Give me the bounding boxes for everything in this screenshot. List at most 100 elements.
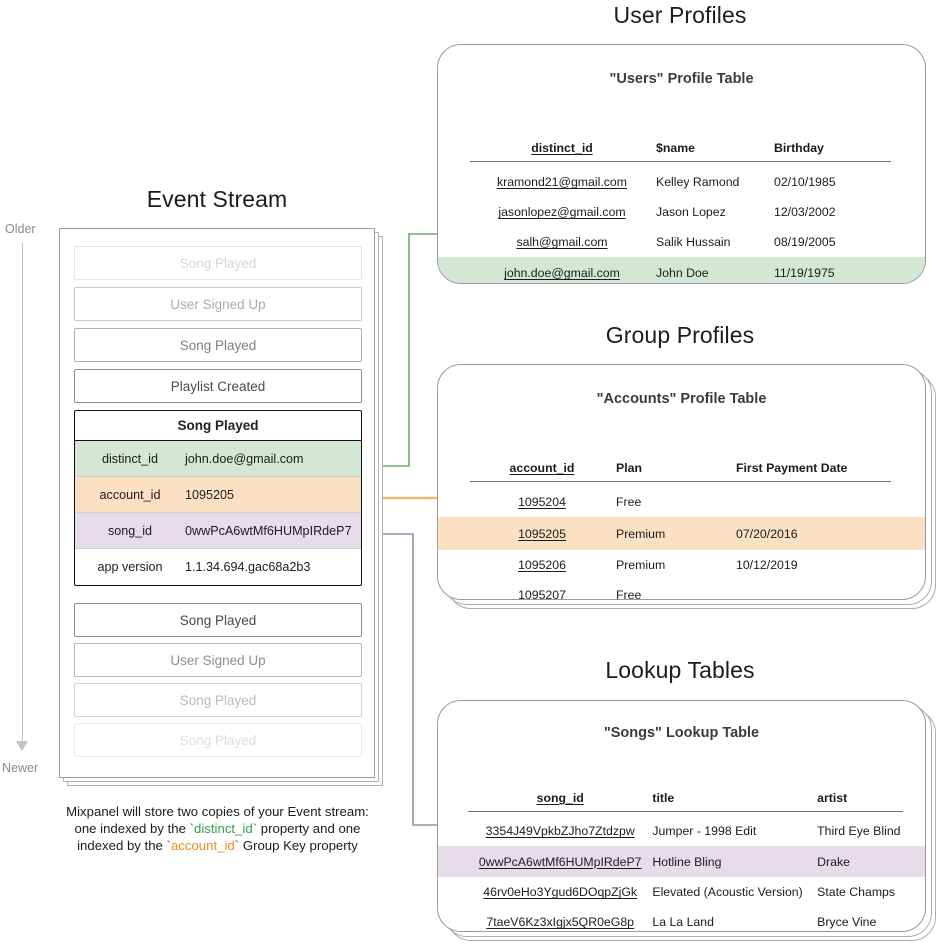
caption-line-2a: one indexed by the — [74, 821, 190, 836]
cell-plan: Free — [616, 588, 642, 600]
header-divider — [470, 161, 891, 163]
cell-plan: Premium — [616, 558, 666, 573]
column-header-account-id: account_id — [509, 461, 575, 475]
cell-title: Elevated (Acoustic Version) — [652, 885, 803, 900]
event-card-label: Song Played — [179, 612, 257, 628]
users-table-title: "Users" Profile Table — [609, 71, 754, 87]
event-property-value: 1.1.34.694.gac68a2b3 — [185, 560, 311, 574]
cell-account-id: 1095206 — [518, 558, 566, 573]
event-card[interactable]: User Signed Up — [74, 287, 362, 321]
event-card[interactable]: Song Played — [74, 246, 362, 280]
table-row[interactable]: 1095206 Premium 10/12/2019 — [438, 550, 925, 580]
event-property-row: distinct_id john.doe@gmail.com — [75, 441, 361, 477]
event-stream-caption: Mixpanel will store two copies of your E… — [66, 804, 369, 853]
lookup-tables-title: Lookup Tables — [605, 657, 755, 683]
event-card-label: Playlist Created — [170, 378, 266, 394]
group-profiles-title: Group Profiles — [605, 322, 755, 348]
cell-plan: Premium — [616, 526, 666, 541]
cell-artist: Third Eye Blind — [817, 824, 901, 839]
cell-first-payment-date: 10/12/2019 — [736, 558, 798, 573]
timeline-axis — [22, 243, 23, 746]
table-header-row: song_id title artist — [438, 781, 925, 805]
event-card[interactable]: Song Played — [74, 603, 362, 637]
lookup-tables-panel: "Songs" Lookup Table song_id title artis… — [437, 700, 926, 932]
cell-distinct-id: john.doe@gmail.com — [504, 266, 620, 281]
table-row[interactable]: 7taeV6Kz3xIgjx5QR0eG8p La La Land Bryce … — [438, 907, 925, 931]
accounts-table: account_id Plan First Payment Date 10952… — [438, 451, 925, 600]
cell-artist: Drake — [817, 854, 850, 869]
column-header-name: $name — [656, 141, 695, 155]
caption-code-distinct-id: distinct_id — [194, 821, 253, 836]
event-property-value: john.doe@gmail.com — [185, 451, 304, 466]
user-profiles-panel: "Users" Profile Table distinct_id $name … — [437, 44, 926, 284]
event-card[interactable]: Song Played — [74, 683, 362, 717]
timeline-arrow-icon — [16, 741, 28, 751]
user-profiles-title: User Profiles — [613, 2, 747, 28]
cell-distinct-id: jasonlopez@gmail.com — [498, 205, 626, 220]
table-row[interactable]: 3354J49VpkbZJho7Ztdzpw Jumper - 1998 Edi… — [438, 816, 925, 846]
event-card-label: User Signed Up — [170, 652, 266, 668]
cell-first-payment-date: 07/20/2016 — [736, 526, 798, 541]
table-row[interactable]: 1095207 Free — [438, 580, 925, 600]
group-profiles-panel: "Accounts" Profile Table account_id Plan… — [437, 364, 926, 600]
accounts-table-title: "Accounts" Profile Table — [596, 391, 767, 407]
table-row[interactable]: kramond21@gmail.com Kelley Ramond 02/10/… — [438, 167, 925, 197]
cell-birthday: 11/19/1975 — [774, 266, 835, 281]
event-property-key: app version — [97, 560, 163, 574]
event-card-label: Song Played — [179, 255, 257, 271]
header-divider — [470, 481, 891, 483]
table-row-highlighted[interactable]: 0wwPcA6wtMf6HUMpIRdeP7 Hotline Bling Dra… — [438, 846, 925, 878]
event-property-row: account_id 1095205 — [75, 477, 361, 513]
cell-plan: Free — [616, 495, 642, 510]
cell-birthday: 12/03/2002 — [774, 205, 836, 220]
table-row[interactable]: 1095204 Free — [438, 487, 925, 517]
event-stream-title: Event Stream — [146, 186, 288, 212]
cell-title: Hotline Bling — [652, 854, 722, 869]
column-header-artist: artist — [817, 791, 848, 805]
header-divider — [468, 811, 903, 813]
event-property-value: 1095205 — [185, 487, 235, 502]
cell-artist: Bryce Vine — [817, 915, 877, 930]
event-card[interactable]: Song Played — [74, 328, 362, 362]
expanded-event-card[interactable]: Song Played distinct_id john.doe@gmail.c… — [74, 410, 362, 586]
table-header-row: distinct_id $name Birthday — [438, 131, 925, 155]
table-row[interactable]: 46rv0eHo3Ygud6DOqpZjGk Elevated (Acousti… — [438, 877, 925, 907]
cell-artist: State Champs — [817, 885, 896, 900]
event-card[interactable]: Playlist Created — [74, 369, 362, 403]
table-row[interactable]: jasonlopez@gmail.com Jason Lopez 12/03/2… — [438, 197, 925, 227]
cell-birthday: 02/10/1985 — [774, 175, 836, 190]
event-property-row: song_id 0wwPcA6wtMf6HUMpIRdeP7 — [75, 513, 361, 549]
songs-table-title: "Songs" Lookup Table — [603, 725, 760, 741]
timeline-older-label: Older — [5, 222, 36, 236]
event-card-label: Song Played — [179, 337, 257, 353]
songs-table: song_id title artist 3354J49VpkbZJho7Ztd… — [438, 781, 925, 931]
table-row[interactable]: salh@gmail.com Salik Hussain 08/19/2005 — [438, 227, 925, 257]
table-row-highlighted[interactable]: 1095205 Premium 07/20/2016 — [438, 517, 925, 551]
event-stream-panel: Song Played User Signed Up Song Played P… — [59, 228, 375, 778]
event-property-key: song_id — [107, 523, 153, 538]
event-card-label: Song Played — [179, 732, 257, 748]
cell-distinct-id: kramond21@gmail.com — [496, 175, 628, 190]
cell-account-id: 1095207 — [518, 588, 566, 600]
event-property-row: app version 1.1.34.694.gac68a2b3 — [75, 549, 361, 585]
users-table: distinct_id $name Birthday kramond21@gma… — [438, 131, 925, 283]
event-card[interactable]: Song Played — [74, 723, 362, 757]
caption-line-3b: Group Key property — [239, 838, 358, 853]
table-header-row: account_id Plan First Payment Date — [438, 451, 925, 475]
event-card[interactable]: User Signed Up — [74, 643, 362, 677]
cell-birthday: 08/19/2005 — [774, 235, 836, 250]
event-property-value: 0wwPcA6wtMf6HUMpIRdeP7 — [185, 523, 352, 538]
column-header-title: title — [652, 791, 675, 805]
cell-song-id: 7taeV6Kz3xIgjx5QR0eG8p — [486, 915, 635, 930]
expanded-event-name: Song Played — [75, 411, 361, 441]
column-header-first-payment-date: First Payment Date — [736, 461, 848, 475]
cell-distinct-id: salh@gmail.com — [516, 235, 608, 250]
event-card-label: Song Played — [179, 692, 257, 708]
table-row-highlighted[interactable]: john.doe@gmail.com John Doe 11/19/1975 — [438, 257, 925, 283]
column-header-birthday: Birthday — [774, 141, 824, 155]
cell-name: Jason Lopez — [656, 205, 726, 220]
event-property-key: distinct_id — [101, 451, 158, 466]
cell-title: Jumper - 1998 Edit — [652, 824, 757, 839]
cell-name: John Doe — [656, 266, 709, 281]
timeline-newer-label: Newer — [2, 761, 39, 775]
